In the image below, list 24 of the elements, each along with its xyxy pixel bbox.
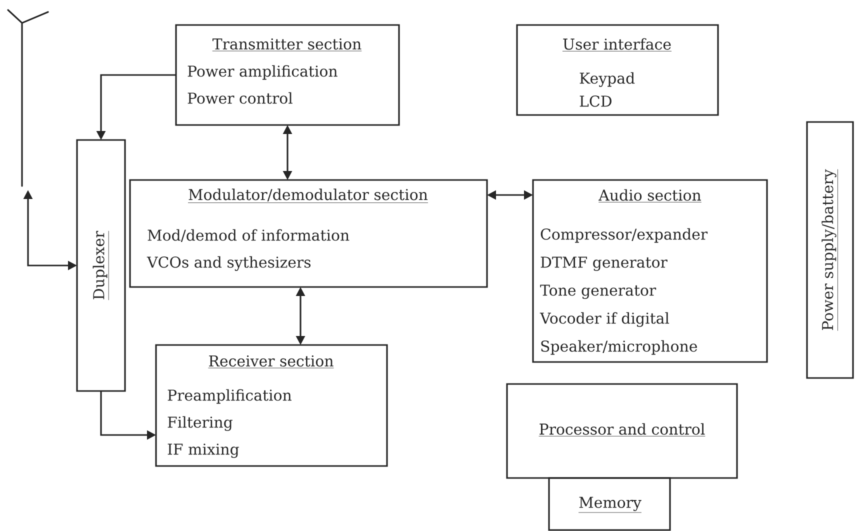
box-item: Mod/demod of information [148, 229, 350, 242]
box-heading: Power supply/battery [822, 169, 838, 331]
box-item: IF mixing [168, 444, 239, 458]
box-item: Filtering [168, 416, 232, 431]
box-item: Power control [188, 92, 292, 104]
antenna-drawing [7, 9, 49, 187]
box-item: Compressor/expander [540, 228, 708, 243]
box-item: VCOs and sythesizers [146, 256, 311, 271]
box-heading: User interface [562, 38, 672, 52]
box-item: LCD [580, 96, 612, 107]
box-heading: Duplexer [92, 230, 109, 300]
box-item: DTMF generator [540, 256, 668, 271]
box-item: Power amplification [188, 65, 338, 80]
box-item: Vocoder if digital [540, 312, 670, 327]
box-heading: Modulator/demodulator section [188, 188, 428, 203]
box-item: Speaker/microphone [541, 340, 697, 355]
box-heading: Audio section [598, 189, 702, 202]
box-heading: Transmitter section [212, 38, 362, 52]
box-item: Keypad [580, 72, 635, 87]
box-heading: Processor and control [538, 423, 706, 436]
box-item: Preamplification [168, 389, 292, 404]
box-heading: Receiver section [208, 355, 334, 368]
box-heading: Memory [578, 496, 642, 513]
box-item: Tone generator [540, 284, 656, 299]
